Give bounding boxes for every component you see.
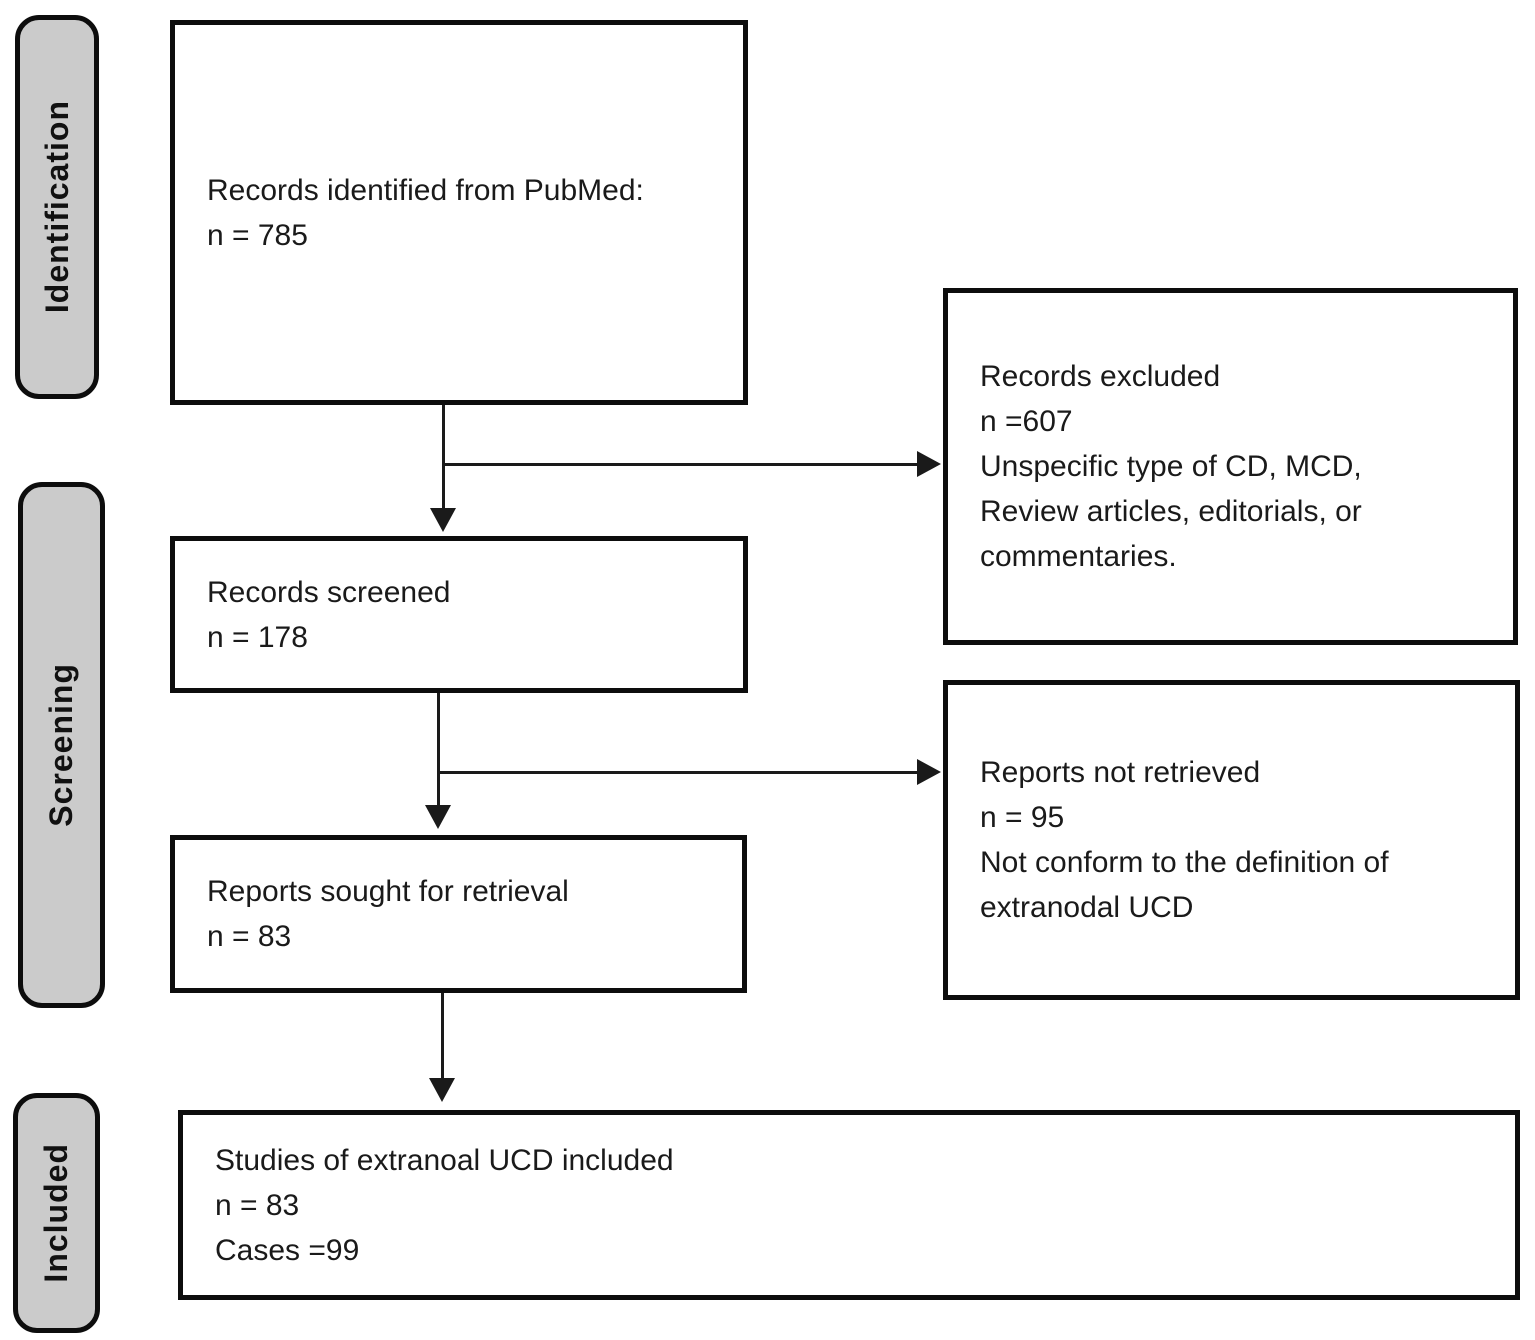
text-line: n = 785 <box>207 218 308 252</box>
text-line: extranodal UCD <box>980 891 1194 924</box>
text-line: n =607 <box>980 405 1073 438</box>
box-records-screened: Records screened n = 178 <box>170 536 748 693</box>
arrow-sought-to-included-head-icon <box>429 1078 455 1102</box>
text-line: Records screened <box>207 575 451 609</box>
stage-label-screening: Screening <box>18 482 105 1008</box>
text-line: n = 95 <box>980 801 1065 834</box>
text-line: n = 83 <box>207 920 292 953</box>
arrow-identified-to-screened-head-icon <box>430 508 456 532</box>
text-line: Not conform to the definition of <box>980 846 1389 879</box>
stage-label-included-text: Included <box>38 1143 74 1283</box>
text-line: Cases =99 <box>215 1233 360 1267</box>
text-line: n = 83 <box>215 1188 300 1222</box>
text-line: commentaries. <box>980 540 1177 573</box>
text-line: Records identified from PubMed: <box>207 173 644 207</box>
arrow-screened-to-not-retrieved-line <box>439 771 917 774</box>
stage-label-identification: Identification <box>15 15 99 399</box>
stage-label-included: Included <box>13 1093 100 1333</box>
box-reports-sought: Reports sought for retrieval n = 83 <box>170 835 747 993</box>
arrow-identified-to-screened-line <box>442 405 445 510</box>
arrow-screened-to-not-retrieved-head-icon <box>917 759 941 785</box>
text-line: Studies of extranoal UCD included <box>215 1143 674 1177</box>
arrow-identified-to-excluded-head-icon <box>917 451 941 477</box>
box-reports-not-retrieved: Reports not retrieved n = 95 Not conform t… <box>943 680 1520 1000</box>
arrow-screened-to-sought-head-icon <box>425 805 451 829</box>
text-line: Unspecific type of CD, MCD, <box>980 450 1362 483</box>
arrow-identified-to-excluded-line <box>444 463 917 466</box>
stage-label-identification-text: Identification <box>38 100 75 314</box>
text-line: Records excluded <box>980 360 1221 393</box>
text-line: Reports not retrieved <box>980 756 1261 789</box>
text-line: Reports sought for retrieval <box>207 875 569 908</box>
arrow-screened-to-sought-line <box>437 693 440 806</box>
box-studies-included: Studies of extranoal UCD included n = 83 C… <box>178 1110 1520 1300</box>
box-records-identified: Records identified from PubMed: n = 785 <box>170 20 748 405</box>
arrow-sought-to-included-line <box>441 993 444 1079</box>
text-line: n = 178 <box>207 620 308 654</box>
text-line: Review articles, editorials, or <box>980 495 1362 528</box>
stage-label-screening-text: Screening <box>43 663 79 827</box>
